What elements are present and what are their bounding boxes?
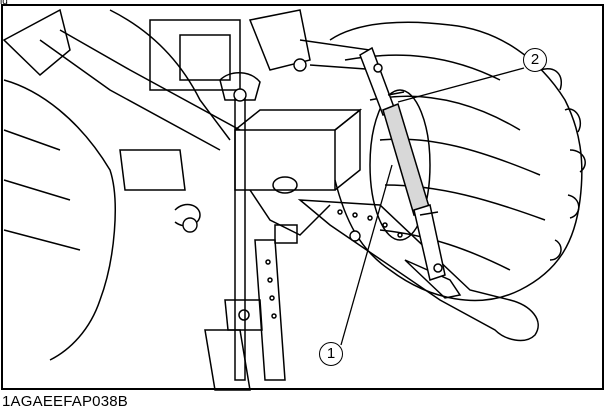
leader-2 (397, 67, 525, 103)
center-hitch-assembly (119, 9, 382, 244)
lift-rod (204, 72, 286, 391)
leader-1 (340, 164, 393, 346)
figure-frame (1, 4, 604, 390)
figure-id-label: 1AGAEEFAP038B (2, 393, 129, 410)
lower-link-arm (297, 199, 539, 342)
callout-1: 1 (319, 342, 343, 366)
callout-leaders (340, 67, 525, 346)
turnbuckle-rod (359, 46, 446, 281)
rear-tire (329, 21, 586, 302)
callout-2: 2 (523, 48, 547, 72)
left-tractor-body (2, 8, 241, 361)
bolts (182, 58, 361, 242)
cropped-heading-text: ig (0, 0, 60, 4)
